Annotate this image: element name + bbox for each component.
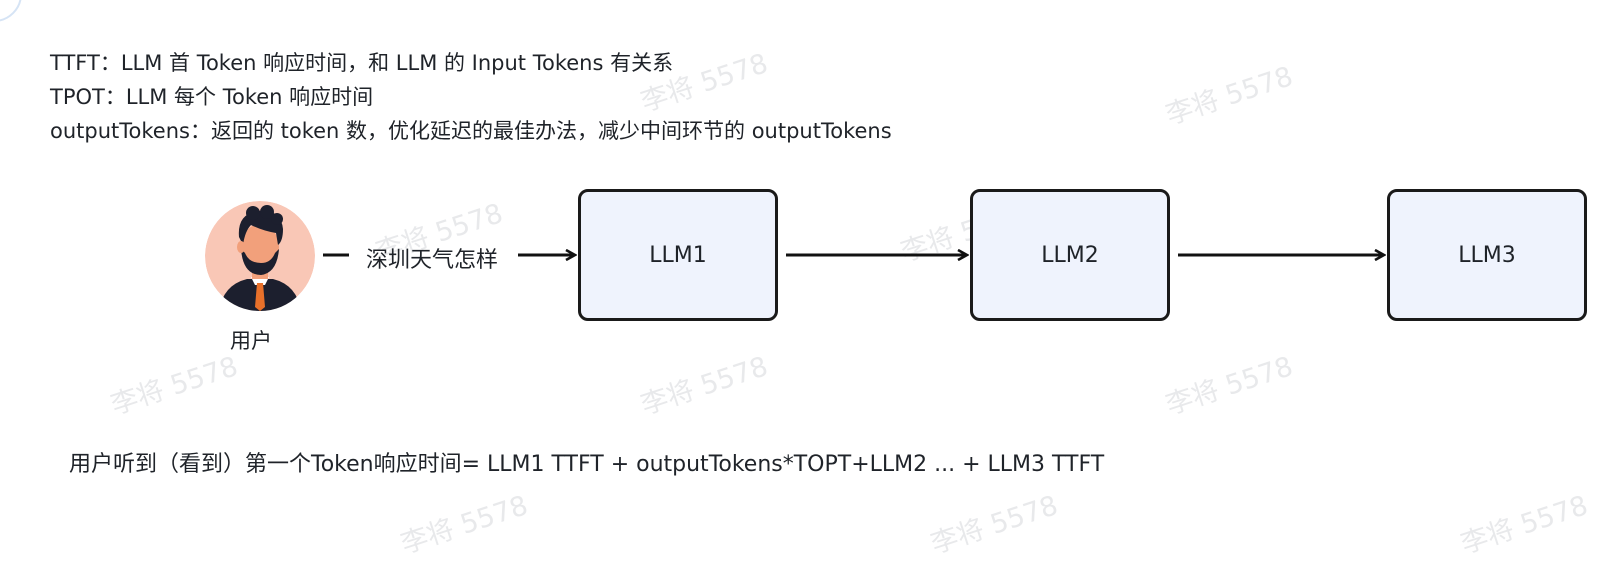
llm1-node: LLM1 [578,189,778,321]
note-output-tokens: outputTokens：返回的 token 数，优化延迟的最佳办法，减少中间环… [50,119,892,143]
user-avatar-icon [205,201,315,311]
user-label: 用户 [230,329,272,353]
note-ttft: TTFT：LLM 首 Token 响应时间，和 LLM 的 Input Toke… [50,51,674,75]
latency-formula: 用户听到（看到）第一个Token响应时间= LLM1 TTFT + output… [69,452,1105,477]
note-tpot: TPOT：LLM 每个 Token 响应时间 [50,85,374,109]
query-label: 深圳天气怎样 [366,248,499,273]
definition-notes: TTFT：LLM 首 Token 响应时间，和 LLM 的 Input Toke… [50,46,892,148]
llm2-node: LLM2 [970,189,1170,321]
flow-arrows [323,0,1624,514]
llm3-node: LLM3 [1387,189,1587,321]
